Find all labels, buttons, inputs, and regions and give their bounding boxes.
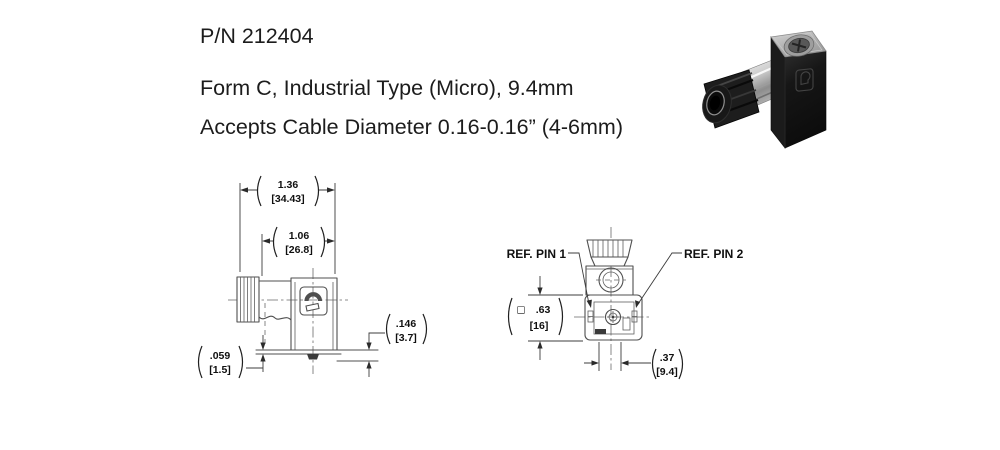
pin-2 <box>631 310 638 323</box>
square-body-front <box>584 294 643 341</box>
keying-tab-front <box>595 329 606 334</box>
description-line2: Accepts Cable Diameter 0.16-0.16” (4-6mm… <box>200 115 623 139</box>
dim-square-mm: [16] <box>530 320 549 332</box>
screw-emblem-icon <box>299 286 328 316</box>
product-photo <box>702 30 827 149</box>
dim-body-length: 1.06 [26.8] <box>261 226 335 276</box>
connector-housing <box>770 30 827 149</box>
part-number: P/N 212404 <box>200 24 314 48</box>
dim-overall-length: 1.36 [34.43] <box>239 175 336 274</box>
connector-body-side <box>255 277 379 362</box>
cable-gland-front <box>586 239 633 267</box>
front-view-drawing: REF. PIN 1 REF. PIN 2 □ .63 [16] <box>507 227 744 380</box>
ref-pin1-callout: REF. PIN 1 <box>507 247 592 308</box>
upper-body-front <box>585 265 634 296</box>
dim-overall-inches: 1.36 <box>278 179 299 191</box>
dim-spade-inches: .146 <box>396 318 417 330</box>
dim-pin-spacing: .37 [9.4] <box>584 342 684 380</box>
keying-notch <box>622 317 631 331</box>
keying-tab-side <box>307 354 319 360</box>
dim-square-inches: .63 <box>536 304 551 316</box>
dim-spade-height: .146 [3.7] <box>366 313 428 377</box>
center-screw <box>604 308 622 326</box>
square-symbol: □ <box>517 305 526 316</box>
dim-gasket-inches: .059 <box>210 350 231 362</box>
housing-right-face <box>784 50 827 149</box>
pin-1 <box>587 310 594 323</box>
brand-emboss-icon <box>795 68 814 92</box>
dim-square-body: □ .63 [16] <box>507 276 583 360</box>
description-line1: Form C, Industrial Type (Micro), 9.4mm <box>200 76 574 100</box>
dim-pin-spacing-mm: [9.4] <box>656 366 678 378</box>
cable-gland-side <box>236 276 260 323</box>
ref-pin1-label: REF. PIN 1 <box>507 247 567 261</box>
knurled-cable-nut <box>702 69 760 129</box>
dim-body-mm: [26.8] <box>285 244 312 256</box>
dim-gasket-thickness: .059 [1.5] <box>197 335 266 379</box>
top-screw <box>783 34 815 57</box>
ref-pin2-callout: REF. PIN 2 <box>635 247 744 308</box>
side-view-drawing: 1.36 [34.43] 1.06 [26.8] .146 [3.7] <box>197 175 428 379</box>
dim-gasket-mm: [1.5] <box>209 364 231 376</box>
dim-body-inches: 1.06 <box>289 230 310 242</box>
gland-neck-side <box>258 280 292 321</box>
ref-pin2-label: REF. PIN 2 <box>684 247 744 261</box>
dim-spade-mm: [3.7] <box>395 332 417 344</box>
dim-overall-mm: [34.43] <box>271 193 304 205</box>
dim-pin-spacing-inches: .37 <box>660 352 675 364</box>
